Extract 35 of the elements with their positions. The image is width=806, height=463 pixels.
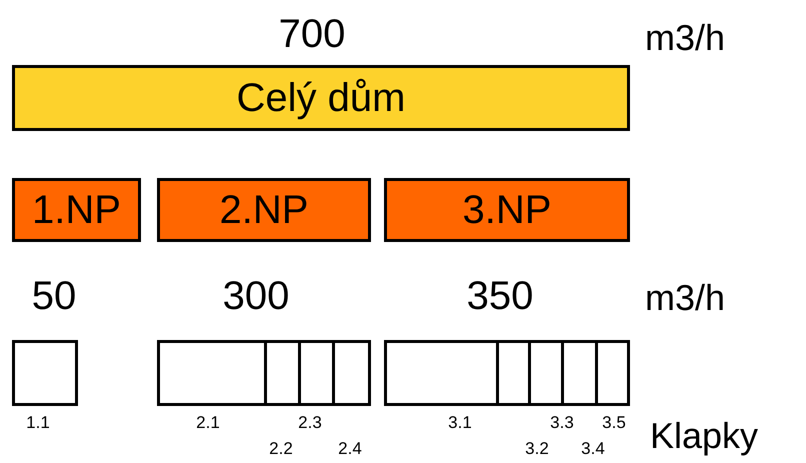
damper-number: 3.3 [550,414,574,431]
damper-box [595,340,630,406]
flow-value: 300 [222,276,290,316]
damper-number: 1.1 [26,414,50,431]
damper-number: 3.5 [602,414,626,431]
damper-number: 3.2 [525,440,549,457]
damper-box [561,340,598,406]
bar-label: 2.NP [220,188,308,232]
floor-bar [384,178,630,242]
damper-number: 2.3 [298,414,322,431]
damper-box [332,340,371,406]
floor-bar [12,178,141,242]
bar-label: Celý dům [236,76,406,120]
axis-caption: Klapky [650,418,758,454]
flow-value: 350 [466,276,534,316]
damper-number: 2.4 [338,440,362,457]
floor-bar [157,178,371,242]
damper-box [12,340,78,406]
damper-box [384,340,499,406]
bar-label: 1.NP [32,188,121,232]
unit-label: m3/h [645,280,726,316]
damper-number: 3.1 [448,414,472,431]
flow-value: 700 [278,14,346,54]
damper-box [528,340,564,406]
damper-number: 3.4 [581,440,605,457]
damper-number: 2.2 [269,440,293,457]
bar-label: 3.NP [462,188,552,232]
damper-box [264,340,301,406]
damper-box [496,340,531,406]
damper-number: 2.1 [196,414,220,431]
damper-box [157,340,267,406]
flow-value: 50 [32,276,76,316]
unit-label: m3/h [645,20,726,56]
damper-box [298,340,335,406]
house-bar [12,65,630,131]
